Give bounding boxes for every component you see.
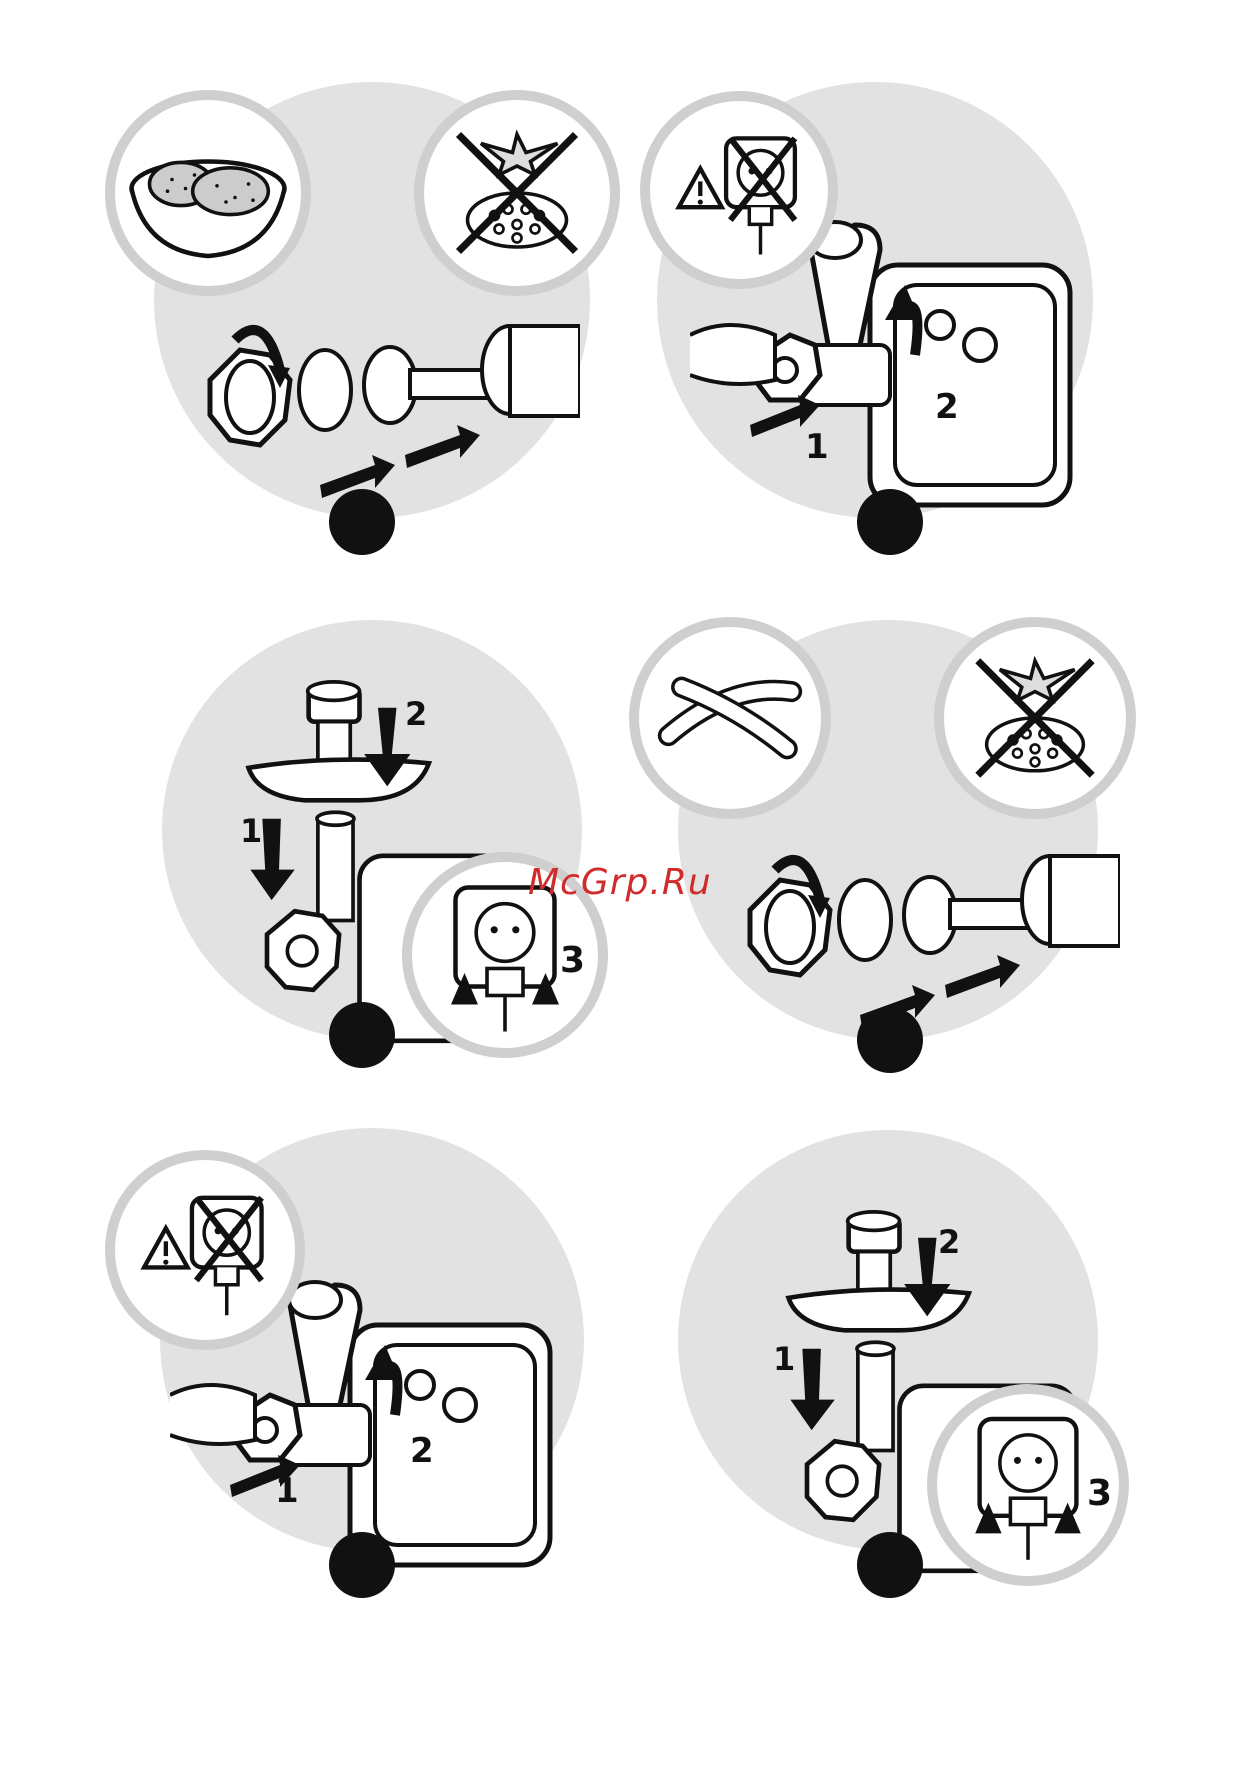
- step-label-2: 2: [935, 387, 959, 427]
- step-label-2: 2: [938, 1223, 960, 1261]
- panel-3: 2 1 3: [162, 620, 603, 1068]
- panel-4: [634, 620, 1131, 1073]
- unplug-warning-icon: [110, 1155, 300, 1345]
- step-label-1: 1: [805, 427, 829, 467]
- step-label-2: 2: [410, 1431, 434, 1471]
- step-number-badge: [857, 1532, 923, 1598]
- panel-6: 2 1 3: [678, 1130, 1124, 1598]
- unplug-warning-icon: [645, 96, 833, 284]
- step-number-badge: [857, 489, 923, 555]
- no-blade-no-plate-icon: [419, 95, 615, 291]
- sausage-icon: [634, 622, 826, 814]
- step-label-1: 1: [773, 1340, 795, 1378]
- panel-5: 1 2: [110, 1128, 584, 1598]
- watermark: McGrp.Ru: [528, 862, 712, 903]
- step-label-1: 1: [275, 1471, 299, 1511]
- step-label-3: 3: [1087, 1473, 1112, 1514]
- panel-2: 1 2: [645, 82, 1093, 555]
- step-label-1: 1: [240, 812, 262, 850]
- meat-bowl-icon: [110, 95, 306, 291]
- step-label-2: 2: [405, 695, 427, 733]
- step-number-badge: [857, 1007, 923, 1073]
- no-blade-no-plate-icon: [939, 622, 1131, 814]
- step-number-badge: [329, 1002, 395, 1068]
- panel-1: [110, 82, 615, 555]
- step-number-badge: [329, 1532, 395, 1598]
- step-number-badge: [329, 489, 395, 555]
- step-label-3: 3: [560, 940, 585, 981]
